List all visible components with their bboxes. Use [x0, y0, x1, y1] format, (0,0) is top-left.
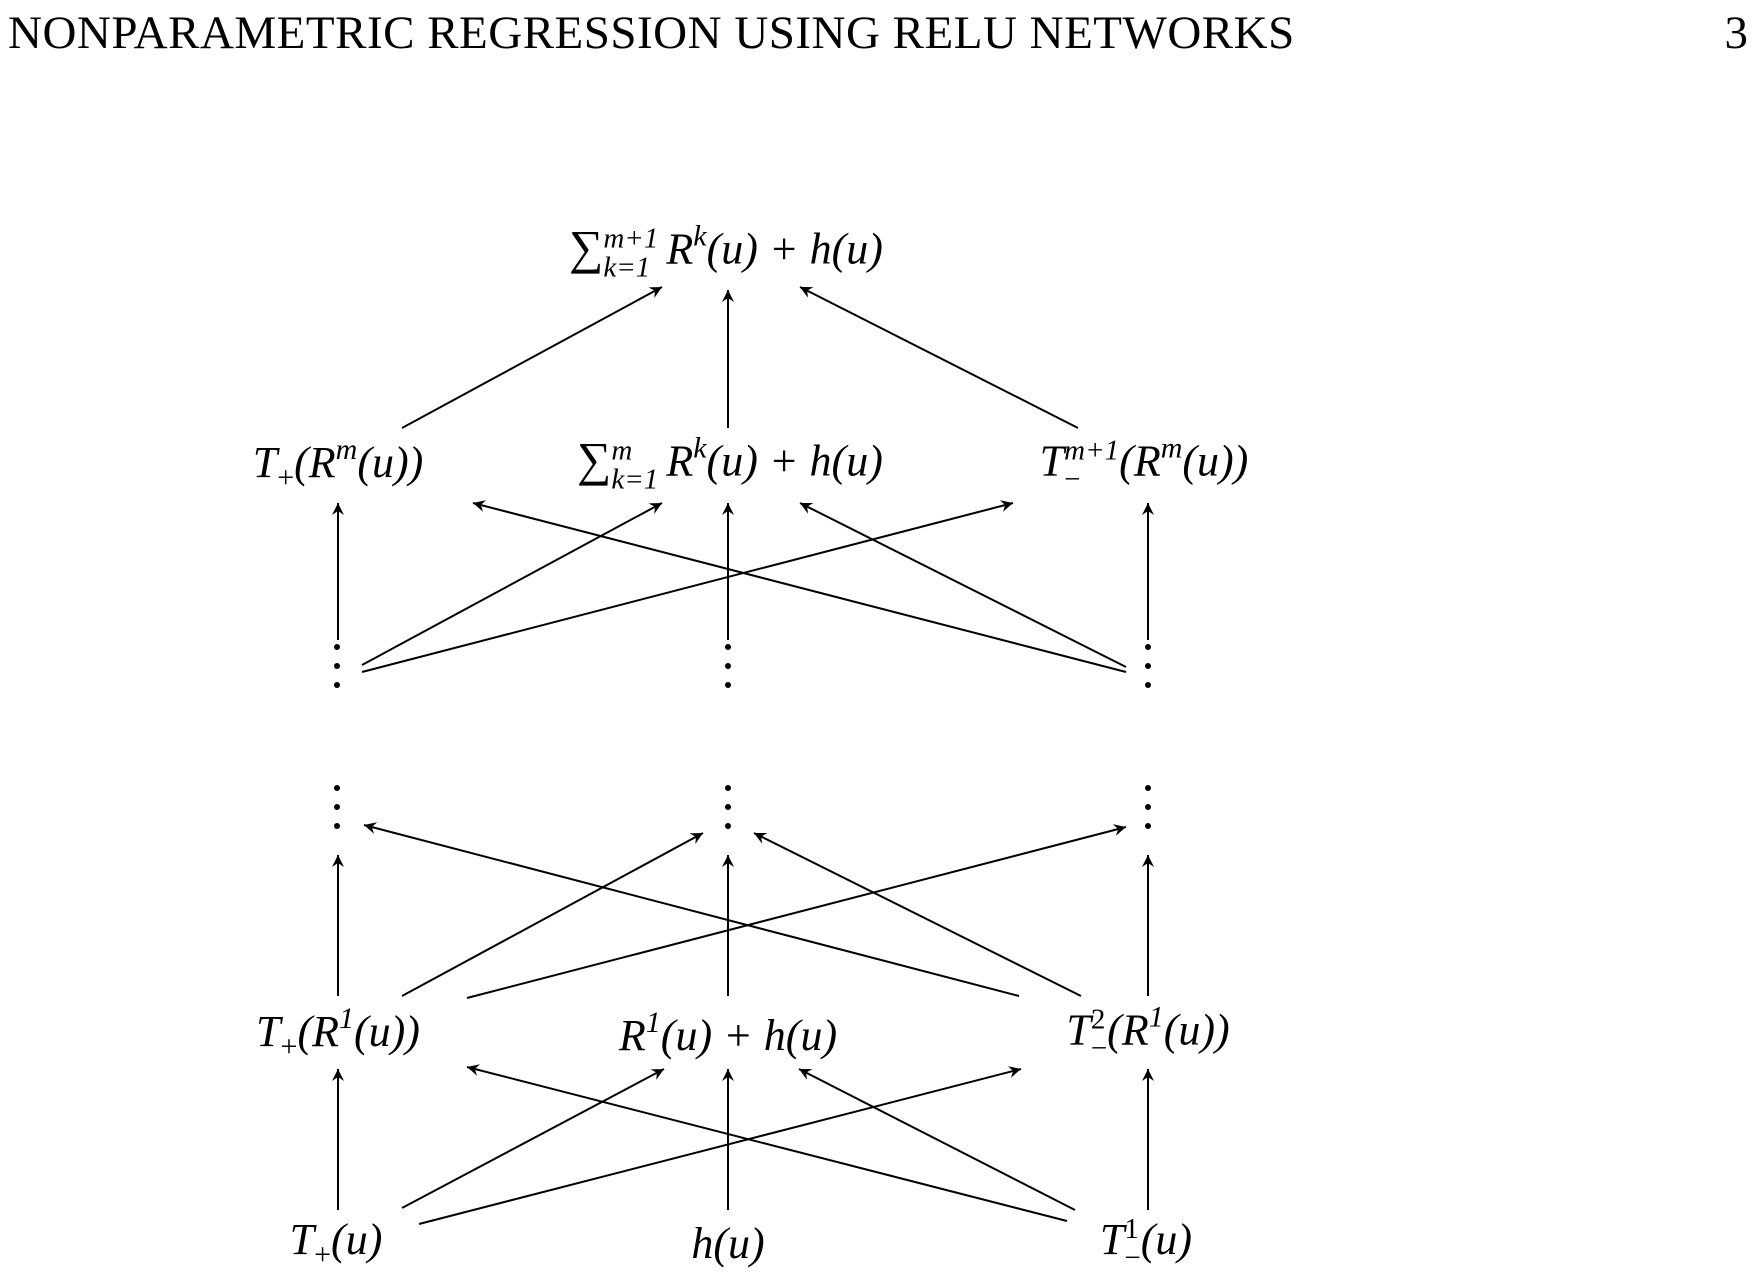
node-sup: m — [1160, 431, 1183, 465]
node-body: R — [666, 224, 694, 274]
edge-Tminus1-to-Tplus-R1 — [466, 1064, 1068, 1222]
node-sup: k — [693, 431, 707, 465]
node-row-1-center: R1(u) + h(u) — [619, 1008, 837, 1058]
node-rest: (u)) — [1182, 436, 1249, 486]
node-sup: m+1 — [1064, 434, 1120, 467]
edge-Tplus-R1-to-center-dots — [401, 832, 704, 997]
node-sup: k — [693, 219, 707, 253]
edge-Tminus2-R1-to-center-dots — [753, 832, 1082, 997]
edge-Tplus-u-to-Tminus2-R1 — [418, 1066, 1022, 1225]
node-row-0-center: h(u) — [691, 1222, 764, 1266]
node-rest: (u) + h(u) — [706, 436, 883, 486]
running-head-title: NONPARAMETRIC REGRESSION USING RELU NETW… — [8, 7, 1295, 59]
edge-Tplus-Rm-to-top — [401, 286, 663, 429]
sum-lower-limit: k=1 — [611, 463, 659, 496]
node-rest: h(u) — [691, 1219, 765, 1268]
node-body: R — [618, 1011, 646, 1060]
edge-left-dots-to-Tminus-Rm — [361, 500, 1014, 673]
node-row-0-left: T+(u) — [290, 1218, 383, 1270]
node-body: R — [666, 436, 694, 486]
edge-right-dots-to-Tplus-Rm — [472, 500, 1127, 673]
edge-Tplus-u-to-R1h — [401, 1068, 665, 1209]
sum-upper-limit: m — [611, 434, 633, 467]
node-sub: − — [1124, 1242, 1141, 1274]
edge-Tplus-R1-to-right-dots — [466, 824, 1127, 999]
node-T: T — [252, 438, 278, 487]
sum-symbol: ∑ — [569, 221, 604, 275]
sum-upper-limit: m+1 — [603, 222, 659, 255]
node-sub: + — [314, 1238, 332, 1271]
sum-lower-limit: k=1 — [603, 251, 651, 284]
node-sup: 1 — [1124, 1213, 1139, 1245]
edge-right-dots-to-summ — [799, 502, 1127, 668]
node-row-m-left: T+(Rm(u)) — [253, 435, 424, 493]
node-sub: + — [277, 461, 295, 494]
node-rest: (u)) — [1163, 1005, 1230, 1055]
node-sub: − — [1090, 1032, 1108, 1065]
node-rest: (u) — [1140, 1215, 1193, 1265]
node-T: T — [1066, 1005, 1091, 1055]
node-sub: − — [1064, 463, 1081, 496]
node-sup: 1 — [338, 1002, 354, 1035]
edge-left-dots-to-summ — [361, 502, 663, 666]
node-T: T — [1039, 436, 1065, 486]
node-sub: + — [280, 1030, 298, 1063]
node-inner: (R — [294, 438, 336, 487]
node-sup: 1 — [645, 1006, 661, 1039]
node-T: T — [256, 1007, 281, 1056]
node-rest: (u)) — [357, 438, 424, 487]
node-inner: (R — [1107, 1005, 1149, 1055]
node-T: T — [1099, 1215, 1125, 1265]
node-sup: 1 — [1148, 1000, 1164, 1034]
sum-symbol: ∑ — [577, 433, 612, 487]
node-sup: m — [335, 433, 358, 466]
page-number: 3 — [1724, 7, 1749, 59]
node-sup: 2 — [1090, 1003, 1106, 1036]
node-rest: (u) — [331, 1215, 383, 1264]
edge-Tminus1-to-R1h — [798, 1068, 1076, 1211]
node-rest: (u) + h(u) — [706, 224, 883, 274]
edge-Tminus2-R1-to-left-dots — [363, 822, 1020, 997]
node-inner: (R — [297, 1007, 339, 1056]
edge-Tminus-Rm-to-top — [799, 286, 1079, 429]
node-row-1-left: T+(R1(u)) — [256, 1004, 420, 1062]
node-rest: (u) + h(u) — [660, 1011, 838, 1060]
node-rest: (u)) — [353, 1007, 420, 1056]
node-T: T — [289, 1215, 315, 1264]
node-inner: (R — [1119, 436, 1161, 486]
